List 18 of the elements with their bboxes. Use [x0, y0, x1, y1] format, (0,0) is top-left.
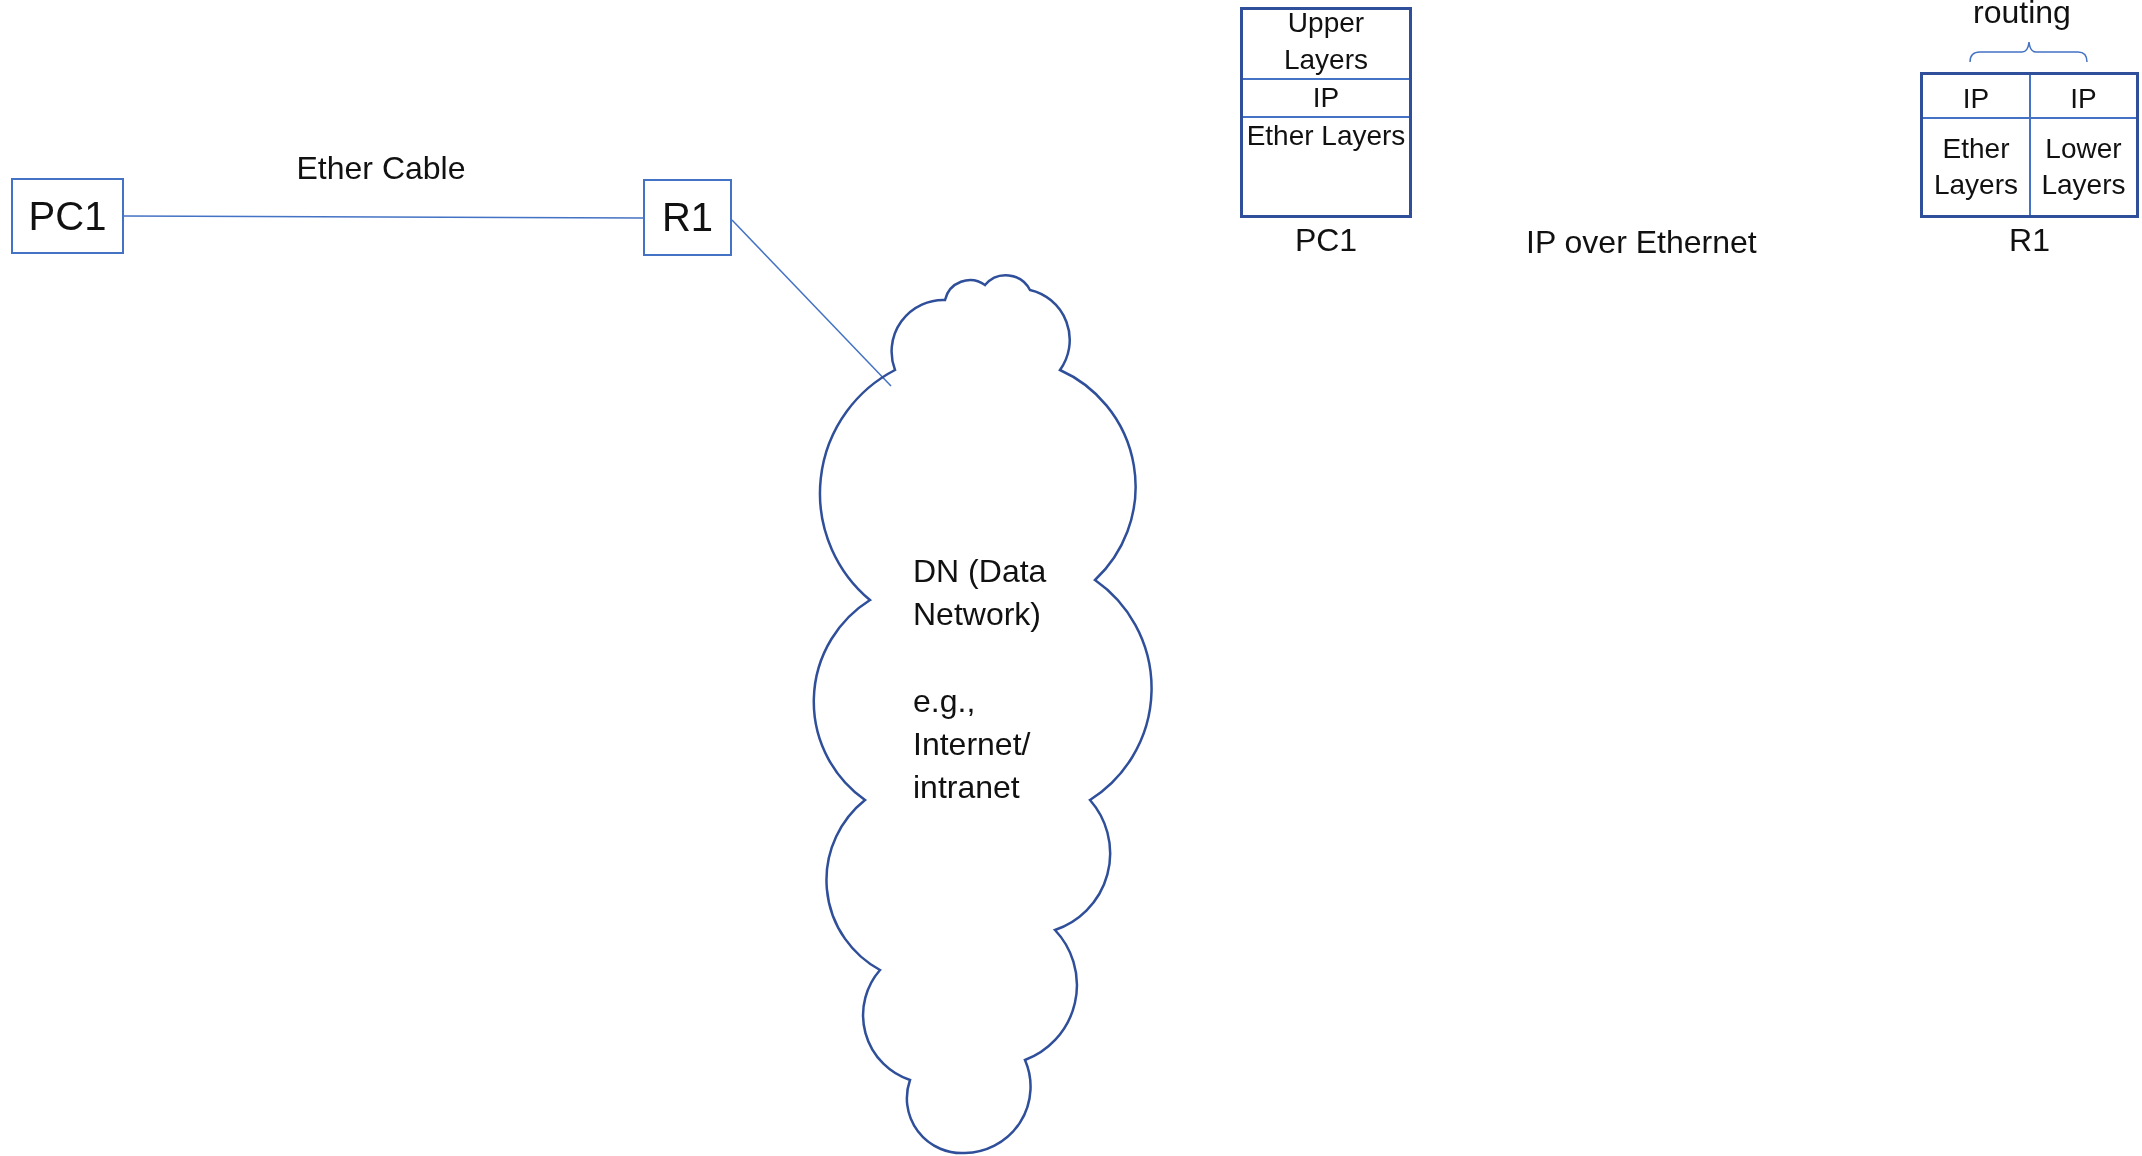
layer-label: IP — [2029, 75, 2136, 117]
cloud-text: e.g., Internet/ intranet — [913, 682, 1032, 808]
connector-line — [123, 215, 644, 219]
layer-label: IP — [1923, 75, 2029, 117]
text-label: IP over Ethernet — [1526, 224, 1757, 261]
stack-caption: PC1 — [1293, 222, 1359, 259]
edge-label: Ether Cable — [296, 150, 466, 187]
routing-label: routing — [1973, 0, 2071, 31]
device-box: R1 — [643, 179, 732, 256]
device-box: PC1 — [11, 178, 124, 254]
layer-label: Upper Layers — [1243, 10, 1409, 78]
layer-label: Lower Layers — [2029, 117, 2136, 215]
layer-label: Ether Layers — [1243, 116, 1409, 215]
connector-line — [731, 219, 892, 387]
layer-label: IP — [1243, 78, 1409, 116]
layer-label: Ether Layers — [1923, 117, 2029, 215]
stack-caption: R1 — [2008, 222, 2051, 259]
cloud-text: DN (Data Network) — [913, 552, 1048, 635]
